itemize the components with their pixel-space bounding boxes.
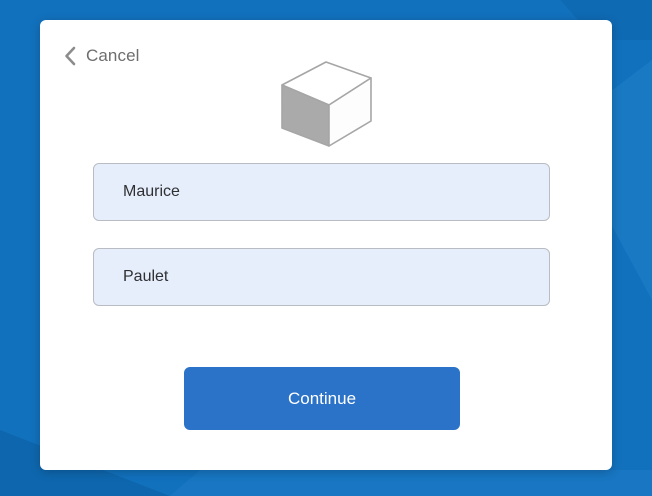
cancel-label: Cancel [86,46,140,65]
last-name-value: Paulet [123,268,169,285]
cube-illustration [40,58,612,150]
chevron-left-icon [64,46,77,66]
field-list: Maurice Paulet [93,163,550,333]
cancel-button[interactable]: Cancel [64,46,140,66]
first-name-field[interactable]: Maurice [93,163,550,221]
continue-button[interactable]: Continue [184,367,460,430]
dialog-card: Cancel Maurice Paulet Continue [40,20,612,470]
last-name-field[interactable]: Paulet [93,248,550,306]
cube-3d-icon [276,58,376,150]
first-name-value: Maurice [123,183,180,200]
cube-right-face [328,77,372,147]
background-band-light-bottom [170,470,652,496]
